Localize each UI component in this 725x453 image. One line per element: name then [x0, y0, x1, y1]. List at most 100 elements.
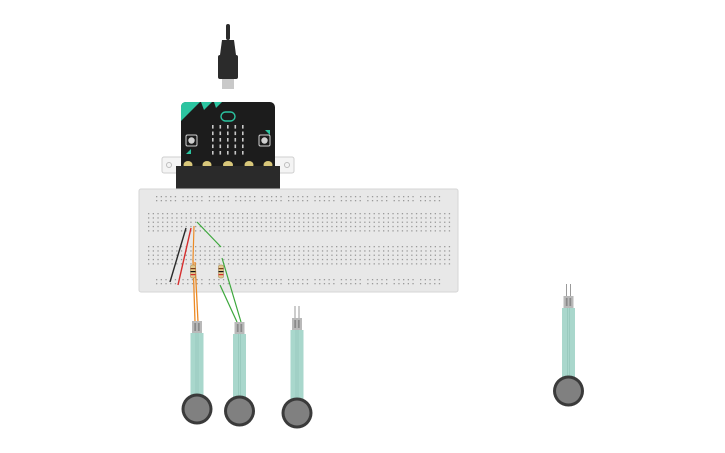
- breadboard-hole[interactable]: [171, 230, 173, 232]
- breadboard-hole[interactable]: [213, 254, 216, 256]
- breadboard-hole[interactable]: [260, 263, 263, 265]
- breadboard-hole[interactable]: [340, 263, 342, 265]
- breadboard-hole[interactable]: [359, 258, 361, 261]
- breadboard-hole[interactable]: [297, 283, 299, 285]
- breadboard-hole[interactable]: [406, 230, 408, 232]
- breadboard-hole[interactable]: [448, 246, 451, 248]
- breadboard-hole[interactable]: [284, 213, 286, 215]
- breadboard-hole[interactable]: [166, 258, 169, 261]
- breadboard-hole[interactable]: [227, 258, 230, 261]
- usb-cable[interactable]: [218, 24, 238, 89]
- breadboard-hole[interactable]: [340, 225, 342, 228]
- breadboard-hole[interactable]: [292, 200, 294, 202]
- breadboard-hole[interactable]: [191, 196, 194, 198]
- breadboard-hole[interactable]: [171, 258, 173, 261]
- breadboard-hole[interactable]: [378, 263, 380, 265]
- breadboard-hole[interactable]: [406, 263, 408, 265]
- breadboard-hole[interactable]: [237, 217, 239, 219]
- breadboard-hole[interactable]: [171, 263, 173, 265]
- breadboard-hole[interactable]: [303, 230, 305, 232]
- breadboard-hole[interactable]: [157, 254, 159, 256]
- breadboard-hole[interactable]: [280, 200, 282, 202]
- breadboard-hole[interactable]: [162, 213, 164, 215]
- breadboard-hole[interactable]: [373, 246, 375, 248]
- breadboard-hole[interactable]: [298, 230, 300, 232]
- breadboard-hole[interactable]: [303, 258, 305, 261]
- breadboard-hole[interactable]: [279, 258, 281, 261]
- breadboard-hole[interactable]: [359, 254, 361, 256]
- breadboard-hole[interactable]: [292, 279, 294, 281]
- breadboard-hole[interactable]: [386, 200, 388, 202]
- breadboard-hole[interactable]: [280, 279, 282, 281]
- breadboard-hole[interactable]: [397, 246, 399, 248]
- breadboard-hole[interactable]: [199, 246, 201, 248]
- breadboard-hole[interactable]: [166, 246, 169, 248]
- breadboard-hole[interactable]: [424, 200, 426, 202]
- breadboard-hole[interactable]: [364, 221, 366, 223]
- breadboard-hole[interactable]: [218, 279, 220, 281]
- breadboard-hole[interactable]: [340, 221, 342, 223]
- breadboard-hole[interactable]: [359, 196, 361, 198]
- breadboard-hole[interactable]: [176, 246, 178, 248]
- breadboard-hole[interactable]: [251, 230, 253, 232]
- breadboard-hole[interactable]: [218, 196, 220, 198]
- breadboard-hole[interactable]: [218, 250, 220, 252]
- breadboard-hole[interactable]: [350, 258, 352, 261]
- breadboard-hole[interactable]: [293, 254, 295, 256]
- breadboard-hole[interactable]: [204, 213, 206, 215]
- breadboard-hole[interactable]: [398, 200, 400, 202]
- breadboard-hole[interactable]: [275, 196, 277, 198]
- breadboard-hole[interactable]: [331, 263, 333, 265]
- breadboard-hole[interactable]: [213, 230, 216, 232]
- breadboard-hole[interactable]: [317, 250, 319, 252]
- breadboard-hole[interactable]: [401, 221, 404, 223]
- breadboard-hole[interactable]: [312, 225, 314, 228]
- breadboard-hole[interactable]: [340, 217, 342, 219]
- breadboard-hole[interactable]: [239, 196, 242, 198]
- breadboard-hole[interactable]: [256, 258, 258, 261]
- breadboard-hole[interactable]: [438, 279, 441, 281]
- breadboard-hole[interactable]: [302, 279, 304, 281]
- breadboard-hole[interactable]: [223, 250, 225, 252]
- breadboard-hole[interactable]: [162, 225, 164, 228]
- breadboard-hole[interactable]: [303, 213, 305, 215]
- breadboard-hole[interactable]: [195, 254, 197, 256]
- breadboard-hole[interactable]: [156, 279, 158, 281]
- breadboard-hole[interactable]: [387, 258, 389, 261]
- breadboard-hole[interactable]: [271, 200, 273, 202]
- breadboard-hole[interactable]: [321, 230, 324, 232]
- breadboard-hole[interactable]: [222, 279, 225, 281]
- breadboard-hole[interactable]: [266, 279, 268, 281]
- breadboard-hole[interactable]: [364, 263, 366, 265]
- breadboard-hole[interactable]: [406, 258, 408, 261]
- breadboard-hole[interactable]: [266, 196, 268, 198]
- breadboard-hole[interactable]: [336, 254, 338, 256]
- breadboard-hole[interactable]: [209, 225, 211, 228]
- breadboard-hole[interactable]: [254, 200, 256, 202]
- breadboard-hole[interactable]: [345, 225, 347, 228]
- breadboard-hole[interactable]: [393, 283, 395, 285]
- breadboard-hole[interactable]: [271, 283, 273, 285]
- breadboard-hole[interactable]: [359, 283, 361, 285]
- breadboard-hole[interactable]: [244, 279, 246, 281]
- breadboard-hole[interactable]: [314, 279, 316, 281]
- breadboard-hole[interactable]: [387, 230, 389, 232]
- breadboard-hole[interactable]: [336, 246, 338, 248]
- breadboard-hole[interactable]: [439, 213, 441, 215]
- breadboard-hole[interactable]: [340, 246, 342, 248]
- breadboard-hole[interactable]: [171, 254, 173, 256]
- breadboard-hole[interactable]: [279, 250, 281, 252]
- breadboard-hole[interactable]: [340, 213, 342, 215]
- breadboard-hole[interactable]: [270, 263, 272, 265]
- breadboard-hole[interactable]: [392, 246, 394, 248]
- breadboard-hole[interactable]: [448, 213, 451, 215]
- breadboard-hole[interactable]: [376, 196, 378, 198]
- breadboard-hole[interactable]: [406, 225, 408, 228]
- breadboard-hole[interactable]: [345, 221, 347, 223]
- breadboard-hole[interactable]: [401, 250, 404, 252]
- breadboard-hole[interactable]: [201, 283, 203, 285]
- breadboard-hole[interactable]: [434, 217, 436, 219]
- breadboard-hole[interactable]: [317, 258, 319, 261]
- breadboard-hole[interactable]: [420, 225, 422, 228]
- breadboard-hole[interactable]: [170, 283, 172, 285]
